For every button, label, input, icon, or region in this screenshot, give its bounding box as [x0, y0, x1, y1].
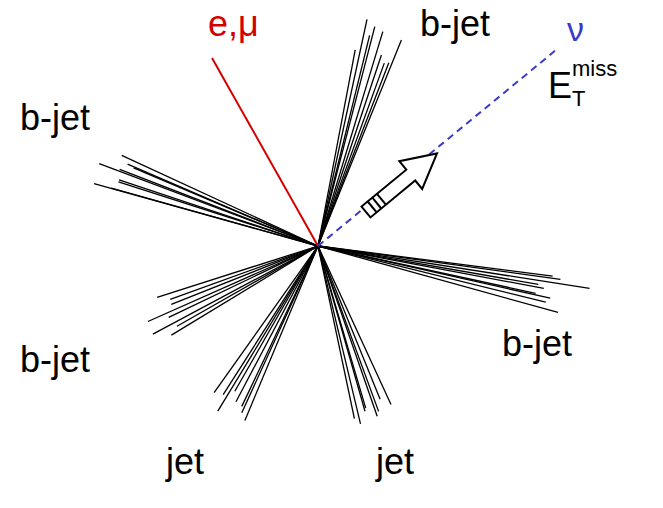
b-jet-label: b-jet	[20, 342, 90, 378]
jet-track	[218, 246, 318, 411]
jet-track	[157, 246, 318, 297]
missing-energy-subscript: T	[572, 88, 585, 110]
b-jet-label: b-jet	[502, 326, 572, 362]
jet-track	[214, 246, 318, 393]
jet-track	[242, 246, 318, 406]
lepton-label: e,μ	[208, 6, 259, 42]
jet-tracks	[94, 19, 590, 423]
missing-energy-arrow	[355, 140, 449, 226]
jet-track	[318, 246, 590, 288]
jet-track	[318, 50, 355, 246]
jet-label: jet	[376, 444, 414, 480]
jet-track	[99, 164, 318, 246]
missing-energy-symbol: E	[548, 68, 572, 104]
jet-track	[148, 246, 318, 322]
jet-track	[318, 246, 391, 405]
jet-track	[318, 246, 354, 419]
jet-track	[318, 40, 401, 246]
jet-track	[318, 246, 550, 298]
jet-track	[242, 246, 318, 413]
neutrino-track	[318, 50, 556, 246]
b-jet-label: b-jet	[420, 6, 490, 42]
jet-track	[120, 169, 318, 246]
jet-track	[318, 246, 560, 279]
jet-track	[318, 246, 546, 302]
jet-track	[318, 246, 558, 312]
jet-track	[318, 246, 377, 416]
jet-track	[318, 246, 544, 288]
jet-track	[318, 246, 361, 424]
jet-track	[236, 246, 318, 402]
jet-track	[128, 164, 318, 246]
neutrino-label: ν	[567, 12, 584, 46]
jet-track	[223, 246, 318, 395]
jet-track	[119, 180, 318, 246]
missing-energy-superscript: miss	[572, 58, 617, 80]
jet-track	[122, 155, 318, 246]
jet-track	[94, 184, 318, 246]
b-jet-label: b-jet	[20, 100, 90, 136]
jet-track	[111, 188, 318, 246]
jet-label: jet	[166, 444, 204, 480]
lepton-track	[212, 58, 318, 246]
jet-track	[318, 246, 365, 411]
